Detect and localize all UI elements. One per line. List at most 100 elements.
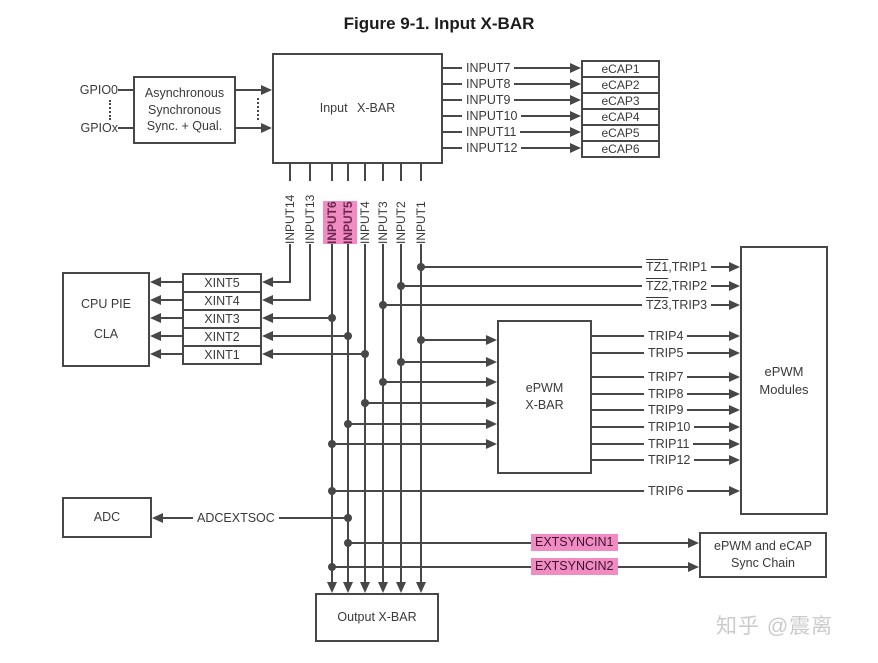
tz3-trip3-label: TZ3,TRIP3 xyxy=(642,297,712,313)
xbar-input-ellipsis-dotted-line xyxy=(257,98,259,120)
cpu-pie-cla-box: CPU PIE CLA xyxy=(62,272,150,367)
input13-to-xint4-arrow xyxy=(262,295,273,305)
epwm-modules-label-line2: Modules xyxy=(759,381,809,397)
input14-to-xint5-line xyxy=(273,281,290,283)
tz1-trip1-label: TZ1,TRIP1 xyxy=(642,259,712,275)
input1-vlabel-text: INPUT1 xyxy=(414,201,428,244)
input3-vlabel-text: INPUT3 xyxy=(376,201,390,244)
input5-stub xyxy=(347,163,349,181)
extsyncin2-line xyxy=(331,566,688,568)
input4-stub xyxy=(364,163,366,181)
input13-vline xyxy=(309,244,311,301)
input3-down-arrow xyxy=(378,582,388,593)
extsyncin2-arrow xyxy=(688,562,699,572)
trip12-arrow xyxy=(729,455,740,465)
input1-epwmxbar-line xyxy=(421,339,486,341)
xint2-label: XINT2 xyxy=(204,329,240,344)
tz2-trip2-label: TZ2,TRIP2 xyxy=(642,278,712,294)
tz3-trip3-arrow xyxy=(729,300,740,310)
ecap4-label: eCAP4 xyxy=(601,109,640,124)
input2-vlabel-text: INPUT2 xyxy=(394,201,408,244)
trip11-label: TRIP11 xyxy=(644,436,694,452)
trip4-label: TRIP4 xyxy=(644,328,688,344)
xint3-label: XINT3 xyxy=(204,311,240,326)
input5-epwmxbar-line xyxy=(347,423,486,425)
ecap5-label: eCAP5 xyxy=(601,125,640,140)
xint1-to-cpu-line xyxy=(161,353,182,355)
trip6-line xyxy=(331,490,729,492)
input14-stub xyxy=(289,163,291,181)
trip7-label: TRIP7 xyxy=(644,369,688,385)
xint5-box: XINT5 xyxy=(182,273,262,293)
epwm-xbar-box: ePWM X-BAR xyxy=(497,320,592,474)
input2-epwmxbar-line xyxy=(400,361,486,363)
tz2-overbar-text: TZ2 xyxy=(646,279,669,293)
input9-arrow xyxy=(570,95,581,105)
xint2-to-cpu-line xyxy=(161,335,182,337)
output-xbar-label: Output X-BAR xyxy=(337,610,417,625)
input2-stub xyxy=(400,163,402,181)
input6-stub xyxy=(331,163,333,181)
input-xbar-box: Input X-BAR xyxy=(272,53,443,164)
xint4-box: XINT4 xyxy=(182,291,262,311)
input1-down-arrow xyxy=(416,582,426,593)
input13-vlabel: INPUT13 xyxy=(301,181,319,244)
tz3-overbar-text: TZ3 xyxy=(646,298,669,312)
input8-arrow xyxy=(570,79,581,89)
xint5-label: XINT5 xyxy=(204,275,240,290)
junction-input5-adcextsoc xyxy=(344,514,352,522)
gpio-ellipsis-dotted-line xyxy=(109,100,111,120)
ecap6-label: eCAP6 xyxy=(601,141,640,156)
trip10-label: TRIP10 xyxy=(644,419,695,435)
xint2-box: XINT2 xyxy=(182,327,262,347)
extsyncin1-line xyxy=(347,542,688,544)
input6-vline xyxy=(331,244,333,583)
xint1-box: XINT1 xyxy=(182,345,262,365)
tz2-trip2-arrow xyxy=(729,281,740,291)
input14-to-xint5-arrow xyxy=(262,277,273,287)
watermark-text: 知乎 @震离 xyxy=(716,615,834,638)
junction-input6-xint3 xyxy=(328,314,336,322)
sync-qual-line3: Sync. + Qual. xyxy=(146,119,223,134)
input4-vlabel: INPUT4 xyxy=(356,181,374,244)
input3-vlabel: INPUT3 xyxy=(374,181,392,244)
sync-to-xbar-arrow-bottom xyxy=(261,123,272,133)
trip4-arrow xyxy=(729,331,740,341)
input5-vlabel-text: INPUT5 xyxy=(339,201,357,244)
input5-vline xyxy=(347,244,349,583)
sync-chain-label-line2: Sync Chain xyxy=(731,556,795,570)
input12-label: INPUT12 xyxy=(462,140,522,156)
input6-to-xint3-line xyxy=(273,317,332,319)
junction-input4-xint1 xyxy=(361,350,369,358)
input5-down-arrow xyxy=(343,582,353,593)
input6-to-xint3-arrow xyxy=(262,313,273,323)
xint1-to-cpu-arrow xyxy=(150,349,161,359)
xint1-label: XINT1 xyxy=(204,347,240,362)
input4-to-xint1-line xyxy=(273,353,365,355)
input1-epwmxbar-arrow xyxy=(486,335,497,345)
cpu-pie-label: CPU PIE xyxy=(80,297,131,312)
extsyncin1-arrow xyxy=(688,538,699,548)
input6-epwmxbar-arrow xyxy=(486,439,497,449)
input1-vline xyxy=(420,244,422,583)
input-xbar-label: Input X-BAR xyxy=(319,101,396,116)
input2-epwmxbar-arrow xyxy=(486,357,497,367)
input9-label: INPUT9 xyxy=(462,92,515,108)
input14-vline xyxy=(289,244,291,283)
input4-down-arrow xyxy=(360,582,370,593)
trip9-arrow xyxy=(729,405,740,415)
trip3-text: ,TRIP3 xyxy=(668,298,708,312)
extsyncin1-label-highlighted: EXTSYNCIN1 xyxy=(531,534,618,551)
trip5-arrow xyxy=(729,348,740,358)
input5-vlabel-highlighted: INPUT5 xyxy=(339,181,357,244)
ecap3-label: eCAP3 xyxy=(601,93,640,108)
ecap6-box: eCAP6 xyxy=(581,140,660,158)
sync-qual-line1: Asynchronous xyxy=(144,85,225,100)
input2-down-arrow xyxy=(396,582,406,593)
xint3-to-cpu-arrow xyxy=(150,313,161,323)
epwm-xbar-label-line1: ePWM xyxy=(525,381,564,396)
xint2-to-cpu-arrow xyxy=(150,331,161,341)
epwm-xbar-label-line2: X-BAR xyxy=(525,398,564,412)
cla-label: CLA xyxy=(93,327,119,341)
